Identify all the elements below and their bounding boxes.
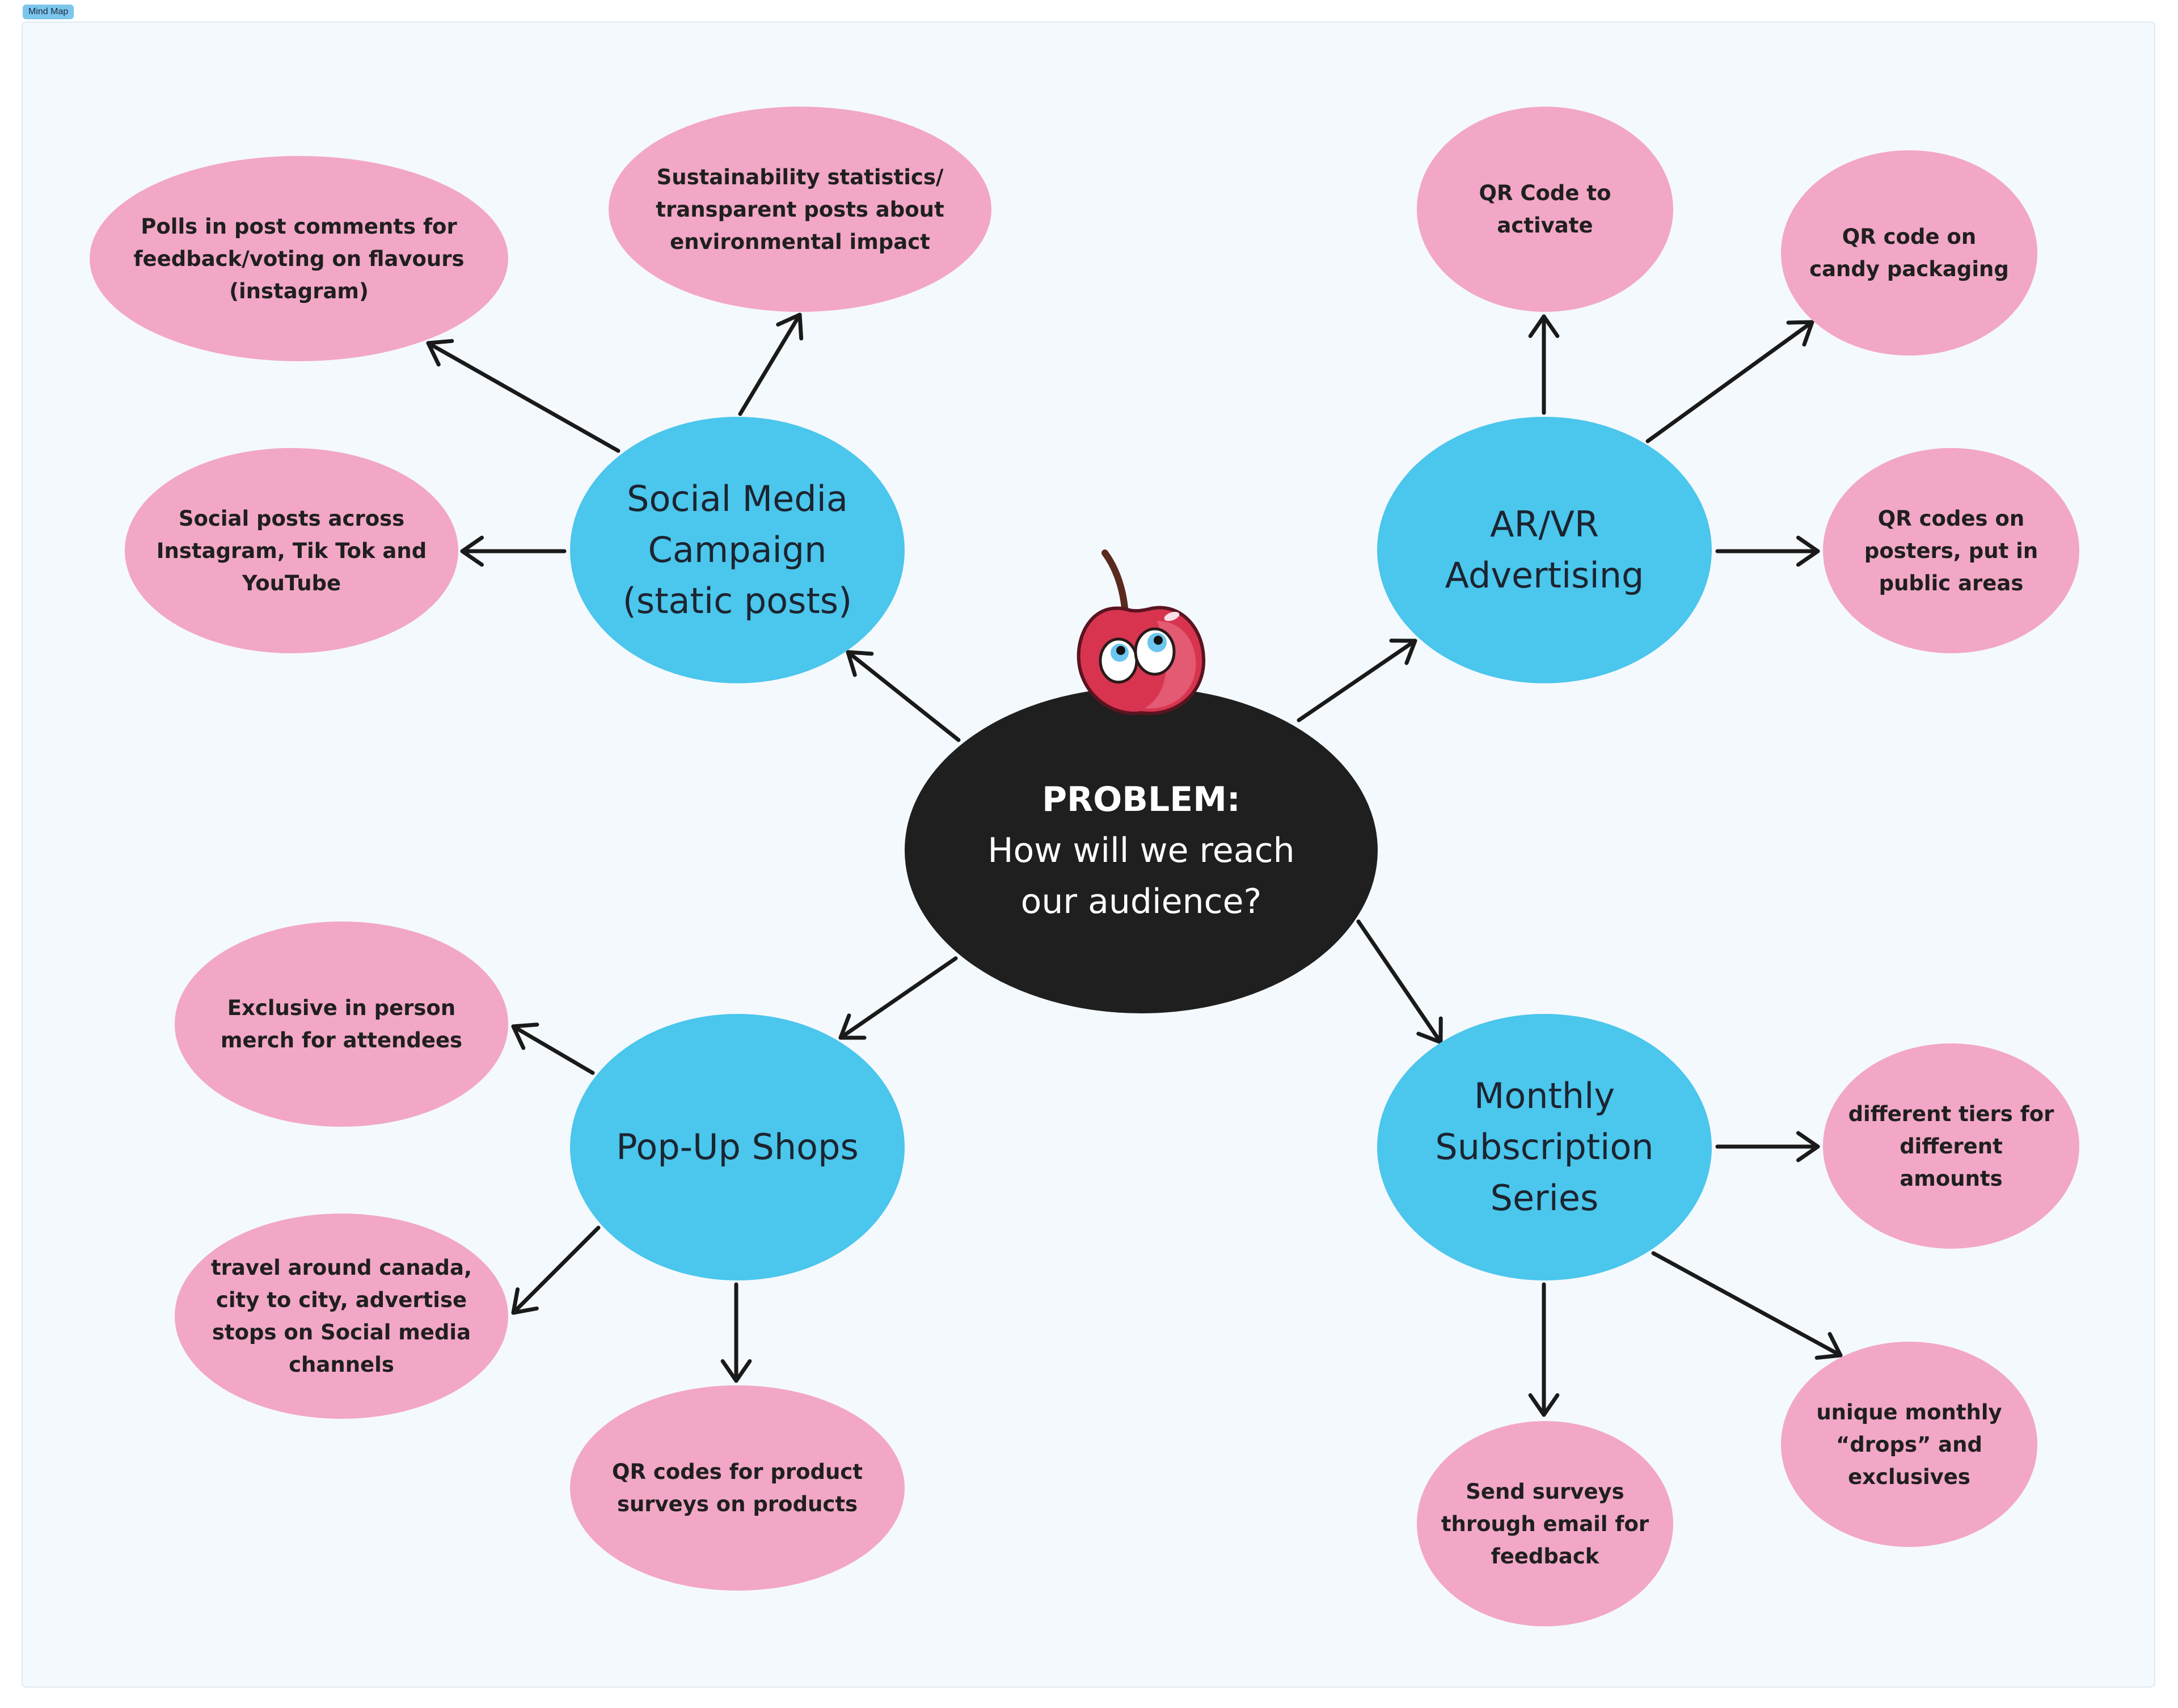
idea-travel-canada[interactable]: travel around canada, city to city, adve… [175, 1214, 508, 1419]
idea-qr-surveys[interactable]: QR codes for product surveys on products [570, 1385, 905, 1591]
arrow-center-to-social[interactable] [846, 650, 961, 742]
problem-node[interactable]: PROBLEM: How will we reach our audience? [905, 687, 1378, 1013]
arrow-sub-to-email[interactable] [1528, 1282, 1560, 1417]
cherry-mascot-icon[interactable] [1072, 547, 1211, 720]
idea-polls[interactable]: Polls in post comments for feedback/voti… [90, 156, 508, 361]
arrow-popup-to-merch[interactable] [511, 1022, 595, 1075]
category-subscription[interactable]: Monthly Subscription Series [1377, 1014, 1712, 1280]
problem-question: How will we reach our audience? [987, 830, 1295, 921]
category-label: Social Media Campaign (static posts) [622, 478, 852, 622]
arrow-sub-to-tiers[interactable] [1715, 1131, 1820, 1162]
problem-lead: PROBLEM: [1042, 779, 1240, 819]
category-label: AR/VR Advertising [1445, 504, 1644, 596]
idea-sustainability[interactable]: Sustainability statistics/ transparent p… [609, 107, 991, 312]
arrow-popup-to-travel[interactable] [511, 1225, 601, 1315]
idea-email-surveys[interactable]: Send surveys through email for feedback [1417, 1421, 1673, 1626]
arrow-sub-to-drops[interactable] [1651, 1251, 1843, 1360]
arrow-arvr-to-qractivate[interactable] [1528, 314, 1560, 415]
category-pop-up-shops[interactable]: Pop-Up Shops [570, 1014, 905, 1280]
arrow-center-to-popup[interactable] [838, 956, 958, 1040]
idea-exclusive-merch[interactable]: Exclusive in person merch for attendees [175, 921, 508, 1127]
category-label: Monthly Subscription Series [1435, 1075, 1654, 1219]
arrow-arvr-to-packaging[interactable] [1645, 320, 1814, 443]
idea-qr-activate[interactable]: QR Code to activate [1417, 107, 1673, 312]
idea-monthly-drops[interactable]: unique monthly “drops” and exclusives [1781, 1342, 2037, 1547]
idea-qr-posters[interactable]: QR codes on posters, put in public areas [1823, 448, 2079, 653]
arrow-center-to-arvr[interactable] [1297, 639, 1417, 722]
category-ar-vr[interactable]: AR/VR Advertising [1377, 417, 1712, 683]
frame-title-tag[interactable]: Mind Map [23, 5, 74, 19]
idea-qr-packaging[interactable]: QR code on candy packaging [1781, 150, 2037, 356]
arrow-center-to-subscription[interactable] [1356, 919, 1443, 1045]
category-label: Pop-Up Shops [616, 1126, 859, 1168]
arrow-social-to-socialposts[interactable] [460, 535, 567, 567]
arrow-popup-to-qrsurveys[interactable] [720, 1282, 752, 1383]
category-social-media[interactable]: Social Media Campaign (static posts) [570, 417, 905, 683]
idea-tiers[interactable]: different tiers for different amounts [1823, 1043, 2079, 1249]
idea-social-posts[interactable]: Social posts across Instagram, Tik Tok a… [125, 448, 458, 653]
arrow-social-to-sustainability[interactable] [738, 312, 804, 416]
arrow-social-to-polls[interactable] [426, 339, 621, 453]
arrow-arvr-to-posters[interactable] [1715, 535, 1820, 567]
